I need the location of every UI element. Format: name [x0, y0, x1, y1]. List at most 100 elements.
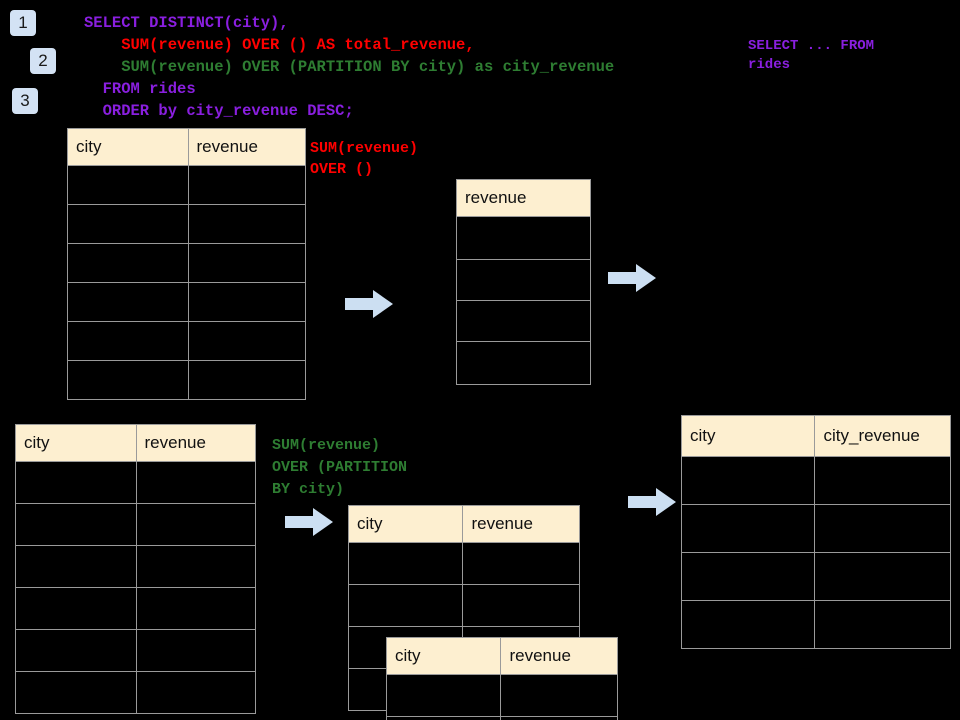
cell-city — [67, 360, 189, 400]
table-row — [680, 600, 951, 649]
column-header-city: city — [67, 128, 189, 166]
rides-table-top: city revenue — [67, 128, 306, 400]
rides-table-bottom: city revenue — [15, 424, 256, 714]
table-header-row: city revenue — [15, 424, 256, 462]
arrow-total-to-result-icon — [608, 264, 656, 292]
cell-revenue — [135, 503, 256, 546]
table-row — [67, 282, 306, 322]
cell-city-revenue — [814, 456, 951, 505]
cell-revenue — [456, 216, 591, 260]
cell-city — [15, 503, 137, 546]
cell-city — [385, 674, 502, 717]
sql-line-select-distinct: SELECT DISTINCT(city), — [84, 14, 289, 32]
column-header-city-revenue: city_revenue — [814, 415, 951, 457]
table-row — [385, 716, 618, 720]
table-row — [680, 552, 951, 601]
table-row — [456, 259, 591, 301]
table-row — [456, 341, 591, 385]
cell-revenue — [456, 259, 591, 301]
total-revenue-table: revenue — [456, 179, 591, 385]
annotation-total-revenue: SUM(revenue) OVER () — [310, 140, 419, 178]
arrow-rides-to-total-icon — [345, 290, 393, 318]
table-row — [680, 504, 951, 553]
partition-table-front: city revenue — [385, 637, 618, 720]
step-badge-1: 1 — [10, 10, 36, 36]
table-row — [347, 584, 580, 627]
step-badge-2: 2 — [30, 48, 56, 74]
column-header-revenue: revenue — [135, 424, 256, 462]
cell-city — [67, 243, 189, 283]
table-header-row: city revenue — [385, 637, 618, 675]
cell-city — [347, 542, 464, 585]
cell-city — [15, 587, 137, 630]
sql-line-city-revenue: SUM(revenue) OVER (PARTITION BY city) as… — [84, 58, 615, 76]
table-row — [67, 165, 306, 205]
cell-revenue — [456, 300, 591, 342]
column-header-city: city — [15, 424, 137, 462]
cell-city — [67, 282, 189, 322]
column-header-revenue: revenue — [500, 637, 618, 675]
table-row — [67, 243, 306, 283]
cell-city — [67, 204, 189, 244]
sql-line-order-by: ORDER by city_revenue DESC; — [84, 102, 354, 120]
column-header-revenue: revenue — [187, 128, 306, 166]
cell-city-revenue — [814, 504, 951, 553]
table-row — [680, 456, 951, 505]
table-row — [67, 321, 306, 361]
cell-revenue — [135, 461, 256, 504]
cell-city — [385, 716, 502, 720]
table-row — [15, 629, 256, 672]
cell-city — [15, 545, 137, 588]
cell-city — [67, 321, 189, 361]
cell-city-revenue — [814, 552, 951, 601]
annotation-city-revenue: SUM(revenue) OVER (PARTITION BY city) — [272, 437, 408, 498]
annotation-source-select: SELECT ... FROM rides — [748, 38, 875, 73]
cell-revenue — [135, 629, 256, 672]
column-header-revenue: revenue — [456, 179, 591, 217]
cell-revenue — [462, 542, 580, 585]
cell-revenue — [462, 584, 580, 627]
column-header-city: city — [347, 505, 464, 543]
cell-revenue — [135, 587, 256, 630]
table-row — [347, 542, 580, 585]
cell-revenue — [187, 204, 306, 244]
table-row — [15, 587, 256, 630]
cell-city-revenue — [814, 600, 951, 649]
column-header-revenue: revenue — [462, 505, 580, 543]
cell-revenue — [135, 545, 256, 588]
sql-line-from: FROM rides — [84, 80, 196, 98]
cell-city — [15, 461, 137, 504]
cell-revenue — [187, 360, 306, 400]
cell-revenue — [456, 341, 591, 385]
arrow-partition-to-result-icon — [628, 488, 676, 516]
table-row — [15, 461, 256, 504]
cell-revenue — [135, 671, 256, 714]
cell-city — [15, 671, 137, 714]
cell-revenue — [187, 321, 306, 361]
cell-city — [680, 456, 816, 505]
result-table: city city_revenue — [680, 415, 951, 649]
table-row — [456, 300, 591, 342]
table-header-row: revenue — [456, 179, 591, 217]
table-row — [67, 360, 306, 400]
cell-city — [680, 552, 816, 601]
sql-line-total-revenue: SUM(revenue) OVER () AS total_revenue, — [84, 36, 475, 54]
cell-revenue — [187, 282, 306, 322]
cell-city — [15, 629, 137, 672]
step-badge-3: 3 — [12, 88, 38, 114]
table-row — [456, 216, 591, 260]
table-row — [15, 503, 256, 546]
cell-city — [67, 165, 189, 205]
table-header-row: city city_revenue — [680, 415, 951, 457]
column-header-city: city — [385, 637, 502, 675]
table-header-row: city revenue — [347, 505, 580, 543]
cell-city — [680, 600, 816, 649]
table-row — [385, 674, 618, 717]
column-header-city: city — [680, 415, 816, 457]
cell-revenue — [187, 243, 306, 283]
cell-revenue — [500, 716, 618, 720]
cell-revenue — [500, 674, 618, 717]
table-row — [67, 204, 306, 244]
table-row — [15, 545, 256, 588]
